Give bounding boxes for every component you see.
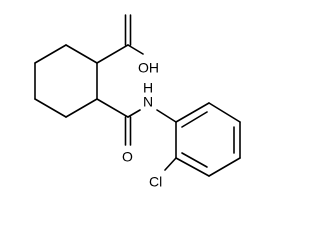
amide-c-n-bond [127, 109, 141, 118]
c2-to-amide-bond [96, 98, 129, 118]
chlorine-label: Cl [149, 174, 162, 190]
chemical-structure: OH O N H Cl [34, 14, 241, 190]
chlorine-substituent: Cl [149, 157, 177, 190]
carbonyl-oxygen-label: O [122, 149, 133, 165]
cyclohexane-ring [34, 44, 98, 118]
n-to-aryl-bond [156, 109, 177, 123]
amide-nitrogen-label: N [143, 94, 153, 110]
benzene-ring [175, 102, 241, 177]
amide-group: O N H [96, 80, 177, 165]
carboxyl-c-oh-bond [127, 44, 144, 55]
amide-hydrogen-label: H [143, 80, 153, 96]
hydroxyl-label: OH [138, 60, 159, 76]
carboxylic-acid-group: OH [96, 14, 159, 76]
aryl-cl-bond [164, 157, 177, 171]
c1-to-carboxyl-bond [96, 44, 129, 64]
